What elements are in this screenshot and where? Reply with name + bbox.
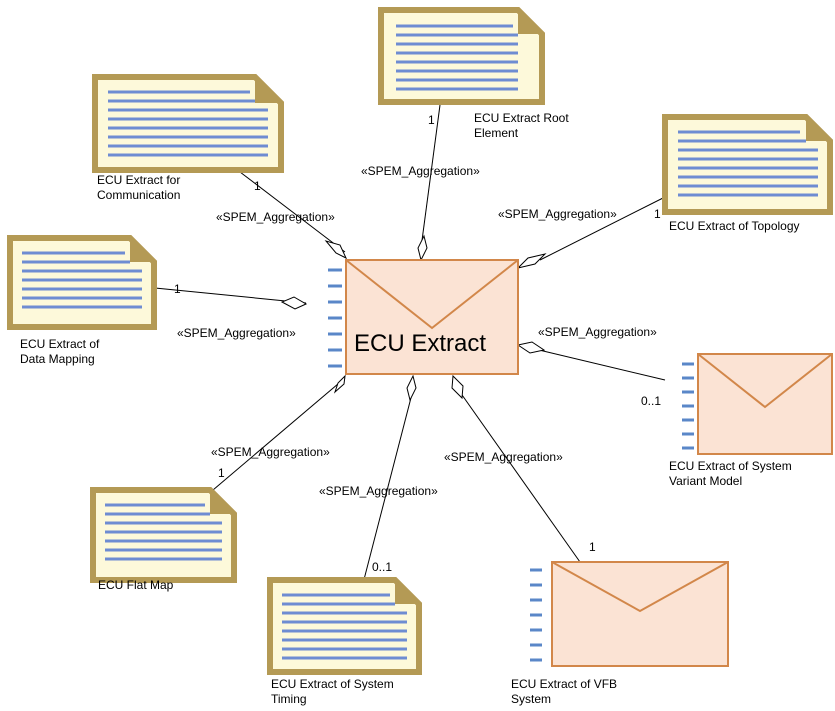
node-label-timing: ECU Extract of System Timing: [271, 677, 394, 706]
stereotype-label-datamap: «SPEM_Aggregation»: [177, 326, 296, 340]
node-label-topology: ECU Extract of Topology: [669, 219, 800, 233]
stereotype-label-root: «SPEM_Aggregation»: [361, 164, 480, 178]
aggregation-diamonds: [280, 234, 547, 402]
node-label-comm: ECU Extract for Communication: [97, 173, 181, 202]
document-flatmap: [90, 487, 237, 583]
diamond-flatmap: [333, 374, 346, 394]
document-timing: [267, 577, 422, 675]
document-comm: [92, 74, 284, 173]
edge-timing: [359, 389, 414, 596]
diamond-datamap: [280, 296, 308, 310]
stereotype-label-timing: «SPEM_Aggregation»: [319, 484, 438, 498]
node-label-root: ECU Extract Root Element: [474, 111, 569, 140]
multiplicity-topology: 1: [654, 207, 661, 221]
center-label: ECU Extract: [353, 330, 487, 357]
envelope-variant: [682, 353, 833, 455]
edge-comm: [239, 171, 346, 253]
diamond-vfb: [451, 374, 464, 400]
multiplicity-timing: 0..1: [372, 560, 393, 574]
edge-variant: [517, 344, 666, 381]
node-label-datamap: ECU Extract of Data Mapping: [20, 337, 100, 366]
edge-vfb: [454, 384, 581, 563]
node-label-variant: ECU Extract of System Variant Model: [669, 459, 792, 488]
connectors: [154, 104, 666, 596]
multiplicity-comm: 1: [254, 179, 261, 193]
edge-topology: [539, 196, 666, 261]
envelope-center: [328, 259, 519, 375]
envelope-vfb: [530, 561, 729, 667]
node-label-flatmap: ECU Flat Map: [98, 578, 174, 592]
edge-root: [420, 104, 441, 249]
stereotype-label-vfb: «SPEM_Aggregation»: [444, 450, 563, 464]
edge-datamap: [154, 287, 307, 304]
node-label-vfb: ECU Extract of VFB System: [511, 677, 618, 706]
multiplicity-vfb: 1: [589, 540, 596, 554]
document-topology: [662, 114, 833, 215]
stereotype-label-flatmap: «SPEM_Aggregation»: [211, 445, 330, 459]
diamond-variant: [516, 341, 546, 354]
stereotype-label-comm: «SPEM_Aggregation»: [216, 210, 335, 224]
stereotype-label-topology: «SPEM_Aggregation»: [498, 207, 617, 221]
diamond-root: [417, 234, 428, 262]
diamond-comm: [324, 240, 348, 260]
multiplicity-variant: 0..1: [641, 394, 662, 408]
document-datamap: [7, 235, 157, 330]
edge-flatmap: [212, 377, 346, 491]
multiplicity-root: 1: [428, 113, 435, 127]
diamond-topology: [516, 253, 547, 269]
document-root: [378, 7, 545, 105]
stereotype-label-variant: «SPEM_Aggregation»: [538, 325, 657, 339]
multiplicity-datamap: 1: [174, 282, 181, 296]
multiplicity-flatmap: 1: [218, 466, 225, 480]
diamond-timing: [406, 374, 417, 402]
